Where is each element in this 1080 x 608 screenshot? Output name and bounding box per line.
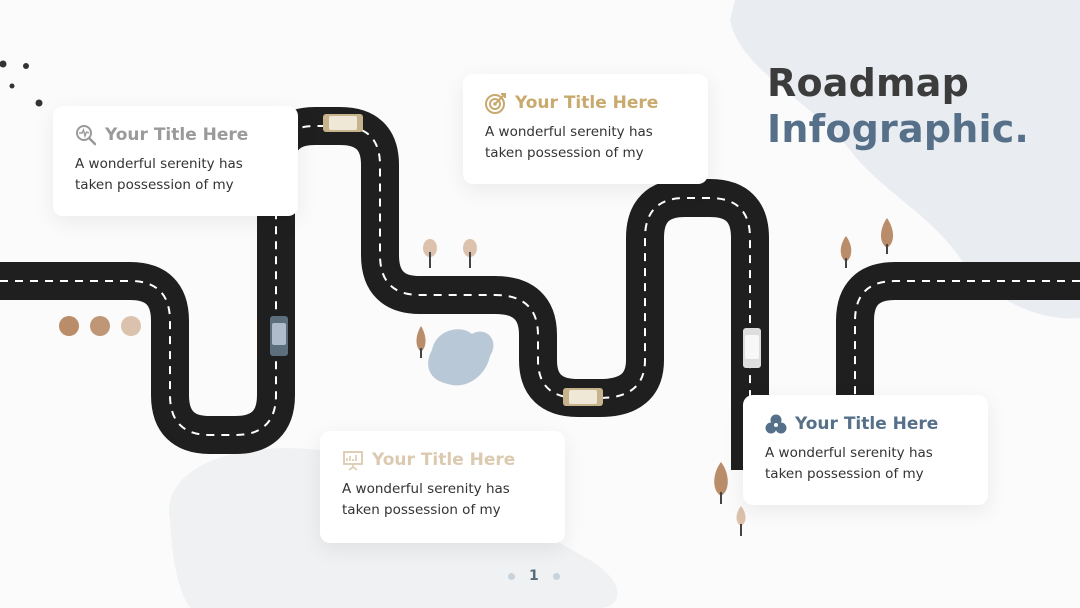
background-blob-top-right [730, 0, 1080, 319]
target-icon [485, 92, 507, 114]
presentation-board-icon [342, 449, 364, 471]
network-icon [765, 413, 787, 435]
tree [423, 239, 437, 268]
car [270, 316, 288, 356]
card-title: Your Title Here [515, 93, 659, 113]
card-title-row: Your Title Here [485, 92, 686, 114]
card-title: Your Title Here [795, 414, 939, 434]
decor-dot [0, 60, 7, 68]
car [743, 328, 761, 368]
card-title-row: Your Title Here [75, 124, 276, 146]
search-chart-icon [75, 124, 97, 146]
tree [736, 506, 746, 536]
milestone-card-4: Your Title Here A wonderful serenity has… [743, 395, 988, 505]
tree [880, 218, 894, 254]
tree [714, 462, 728, 504]
heading-line-2: Infographic. [767, 107, 1030, 151]
road [0, 107, 1080, 470]
card-title: Your Title Here [105, 125, 249, 145]
card-title-row: Your Title Here [765, 413, 966, 435]
car [323, 114, 363, 132]
card-description: A wonderful serenity has taken possessio… [485, 124, 653, 161]
decor-circle [90, 316, 110, 336]
tree [463, 239, 477, 268]
milestone-card-3: Your Title Here A wonderful serenity has… [320, 431, 565, 543]
milestone-card-1: Your Title Here A wonderful serenity has… [53, 106, 298, 216]
pond [428, 329, 494, 386]
heading-line-1: Roadmap [767, 61, 970, 105]
decor-dot [35, 99, 43, 107]
decor-circle [121, 316, 141, 336]
decor-dot [9, 83, 15, 89]
decor-circle [59, 316, 79, 336]
card-description: A wonderful serenity has taken possessio… [765, 445, 933, 482]
prev-page-dot[interactable] [508, 572, 515, 580]
milestone-card-2: Your Title Here A wonderful serenity has… [463, 74, 708, 184]
pagination: 1 [508, 568, 560, 584]
card-description: A wonderful serenity has taken possessio… [342, 481, 510, 518]
decor-dot [23, 63, 29, 69]
card-description: A wonderful serenity has taken possessio… [75, 156, 243, 193]
car [563, 388, 603, 406]
card-title-row: Your Title Here [342, 449, 543, 471]
tree [416, 326, 426, 358]
slide-heading: Roadmap Infographic. [767, 60, 1029, 152]
page-number: 1 [529, 568, 539, 584]
next-page-dot[interactable] [552, 572, 560, 580]
card-title: Your Title Here [372, 450, 516, 470]
tree [840, 236, 852, 268]
